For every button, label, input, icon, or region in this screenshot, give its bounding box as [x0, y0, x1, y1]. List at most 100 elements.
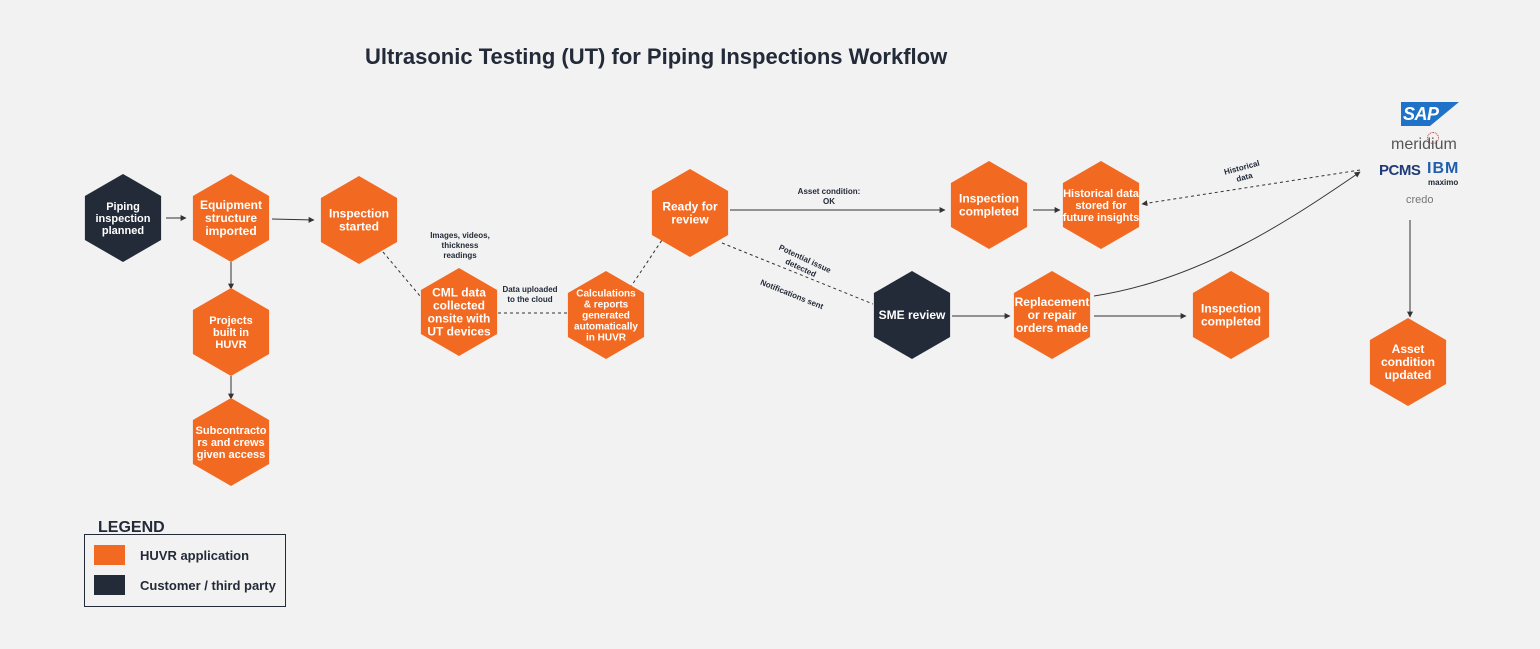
integration-logos: SAP meridium PCMS IBM maximo credo [1375, 100, 1465, 210]
connector-5 [382, 251, 421, 297]
credo-logo: credo [1406, 194, 1434, 206]
node-n7: Calculations& reportsgeneratedautomatica… [567, 271, 645, 359]
node-label: updated [1385, 368, 1432, 382]
edge-label-text: Data uploaded [502, 285, 557, 294]
legend: HUVR application Customer / third party [84, 534, 286, 607]
node-label: in HUVR [586, 333, 627, 344]
edge-label-text: Images, videos, [430, 231, 490, 240]
node-label: SME review [879, 308, 946, 322]
node-label: HUVR [215, 339, 246, 351]
node-shape [873, 271, 951, 359]
node-label: Subcontracto [196, 425, 267, 437]
sap-logo: SAP [1401, 102, 1459, 126]
maximo-logo: maximo [1428, 178, 1459, 187]
node-shape [1192, 271, 1270, 359]
ibm-logo: IBM [1427, 160, 1460, 177]
node-label: review [671, 213, 709, 227]
node-n11: SME review [873, 271, 951, 359]
edge-label-text: thickness [442, 241, 479, 250]
node-label: Inspection [1201, 302, 1261, 316]
node-label: UT devices [427, 325, 491, 339]
connector-7 [629, 239, 663, 289]
node-shape [192, 288, 270, 376]
edge-label-text: Asset condition: [798, 187, 861, 196]
node-label: Inspection [959, 192, 1019, 206]
legend-label-customer: Customer / third party [140, 578, 276, 593]
node-shape [1013, 271, 1091, 359]
node-label: or repair [1028, 308, 1077, 322]
node-label: given access [197, 449, 266, 461]
node-label: rs and crews [197, 437, 264, 449]
connector-2 [271, 216, 315, 223]
node-label: CML data [432, 286, 486, 300]
node-label: Historical data [1063, 188, 1140, 200]
legend-swatch-customer [94, 575, 125, 595]
node-label: imported [205, 224, 256, 238]
node-label: & reports [584, 300, 629, 311]
edge-label-text: OK [823, 197, 835, 206]
node-label: Ready for [662, 200, 718, 214]
node-shape [84, 174, 162, 262]
node-shape [1062, 161, 1140, 249]
node-shape [651, 169, 729, 257]
legend-swatch-huvr [94, 545, 125, 565]
pcms-logo: PCMS [1379, 162, 1421, 179]
meridium-logo-mark [1427, 132, 1439, 144]
node-label: Replacement [1015, 295, 1090, 309]
node-label: Asset [1392, 342, 1425, 356]
node-label: automatically [574, 322, 638, 333]
node-label: condition [1381, 355, 1435, 369]
node-label: orders made [1016, 321, 1088, 335]
node-label: completed [1201, 315, 1261, 329]
edge-label-notifications: Notifications sent [759, 278, 825, 312]
node-shape [567, 271, 645, 359]
node-label: Calculations [576, 289, 636, 300]
node-label: Inspection [329, 207, 389, 221]
node-shape [420, 268, 498, 356]
legend-title: LEGEND [98, 519, 165, 536]
node-label: Projects [209, 315, 252, 327]
node-shape [320, 176, 398, 264]
connector-14 [1141, 169, 1361, 207]
meridium-logo: meridium [1391, 136, 1457, 153]
node-shape [1369, 318, 1447, 406]
node-shape [192, 174, 270, 262]
node-shape [950, 161, 1028, 249]
node-shape [192, 398, 270, 486]
node-label: inspection [95, 213, 150, 225]
edge-label-text: readings [443, 251, 477, 260]
node-label: generated [582, 311, 630, 322]
node-label: built in [213, 327, 249, 339]
node-label: future insights [1063, 212, 1139, 224]
edge-label-text: Notifications sent [759, 278, 825, 312]
node-label: Equipment [200, 198, 262, 212]
node-label: completed [959, 205, 1019, 219]
legend-label-huvr: HUVR application [140, 548, 250, 563]
node-label: stored for [1075, 200, 1127, 212]
node-label: collected [433, 299, 485, 313]
node-label: Piping [106, 201, 140, 213]
page-title: Ultrasonic Testing (UT) for Piping Inspe… [365, 44, 948, 69]
edge-label-text: to the cloud [507, 295, 552, 304]
node-label: started [339, 220, 379, 234]
connector-13 [1093, 171, 1361, 297]
edge-label-text: data [1235, 171, 1254, 184]
node-label: structure [205, 211, 257, 225]
